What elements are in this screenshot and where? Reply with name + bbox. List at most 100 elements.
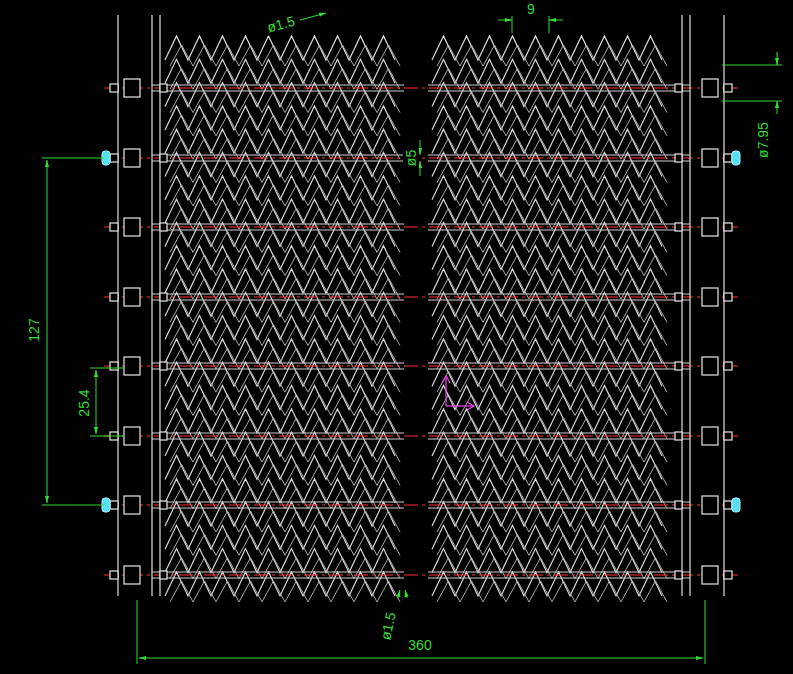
rod-edge <box>152 508 404 509</box>
wire-spiral <box>170 208 400 229</box>
wire-spiral <box>437 138 667 159</box>
center-line <box>104 297 738 298</box>
wire-spiral <box>170 395 400 416</box>
dimension-text: 127 <box>26 316 42 343</box>
rod-edge <box>152 369 404 370</box>
wire-spiral <box>437 534 667 555</box>
center-line <box>104 227 738 228</box>
chain-roller <box>160 432 167 440</box>
dimension-text: ø5 <box>403 148 419 168</box>
center-line <box>104 436 738 437</box>
rod-edge <box>152 300 404 301</box>
wire-spiral <box>437 488 667 509</box>
chain-roller <box>724 362 732 370</box>
rod-edge <box>428 439 690 440</box>
rod-cap <box>732 498 740 512</box>
chain-roller <box>724 223 732 231</box>
chain-roller <box>675 362 682 370</box>
chain-roller <box>110 571 118 579</box>
chain-roller <box>110 223 118 231</box>
wire-spiral <box>170 255 400 276</box>
rod-edge <box>152 439 404 440</box>
wire-spiral <box>437 371 667 392</box>
chain-roller <box>160 501 167 509</box>
chain-roller <box>702 218 718 236</box>
chain-roller <box>702 566 718 584</box>
rod-edge <box>428 578 690 579</box>
rod-edge <box>428 91 690 92</box>
wire-spiral <box>437 115 667 136</box>
chain-roller <box>160 571 167 579</box>
rod-edge <box>152 433 404 434</box>
chain-roller <box>675 432 682 440</box>
chain-plate <box>689 15 690 596</box>
center-line <box>104 505 738 506</box>
chain-roller <box>110 293 118 301</box>
chain-roller <box>675 293 682 301</box>
rod-edge <box>152 224 404 225</box>
chain-roller <box>702 357 718 375</box>
chain-plate <box>151 15 152 596</box>
rod-edge <box>428 572 690 573</box>
chain-roller <box>724 84 732 92</box>
chain-roller <box>724 501 732 509</box>
side-chains <box>102 15 740 596</box>
center-line <box>104 158 738 159</box>
chain-roller <box>110 501 118 509</box>
rod-edge <box>428 300 690 301</box>
wire-spiral <box>170 371 400 392</box>
chain-roller <box>675 223 682 231</box>
dimension-text: 9 <box>525 1 537 17</box>
chain-roller <box>724 432 732 440</box>
wire-spiral <box>170 92 400 113</box>
wire-spiral <box>437 301 667 322</box>
rod-edge <box>152 161 404 162</box>
wire-spiral <box>170 115 400 136</box>
rod-edge <box>428 161 690 162</box>
wire-spiral <box>170 464 400 485</box>
rod-edge <box>428 369 690 370</box>
rod-edge <box>428 363 690 364</box>
wire-spiral <box>170 581 400 602</box>
chain-roller <box>675 154 682 162</box>
wire-spiral <box>437 581 667 602</box>
dimension-text: ø1.5 <box>377 609 399 644</box>
rod-edge <box>428 508 690 509</box>
wire-spiral <box>437 278 667 299</box>
chain-roller <box>675 571 682 579</box>
chain-roller <box>724 571 732 579</box>
dimension-text: 25.4 <box>76 387 92 418</box>
chain-roller <box>110 84 118 92</box>
chain-roller <box>724 293 732 301</box>
wire-mesh <box>165 36 667 602</box>
wire-spiral <box>170 162 400 183</box>
wire-spiral <box>170 138 400 159</box>
dimension-lines <box>42 13 782 664</box>
chain-roller <box>124 79 140 97</box>
chain-roller <box>702 79 718 97</box>
chain-roller <box>702 288 718 306</box>
wire-spiral <box>170 45 400 66</box>
wire-spiral <box>437 325 667 346</box>
wire-spiral <box>437 45 667 66</box>
chain-roller <box>124 566 140 584</box>
rod-edge <box>152 91 404 92</box>
wire-spiral <box>437 185 667 206</box>
wire-spiral <box>437 255 667 276</box>
wire-spiral <box>170 534 400 555</box>
rod-edge <box>428 85 690 86</box>
wire-spiral <box>437 231 667 252</box>
rod-edge <box>428 230 690 231</box>
wire-spiral <box>170 441 400 462</box>
rod-edge <box>428 433 690 434</box>
chain-roller <box>702 427 718 445</box>
wire-spiral <box>170 231 400 252</box>
rod-edge <box>428 224 690 225</box>
dimension-text: ø1.5 <box>263 12 298 36</box>
center-line <box>104 88 738 89</box>
rod-edge <box>152 363 404 364</box>
wire-spiral <box>437 68 667 89</box>
chain-roller <box>124 496 140 514</box>
wire-spiral <box>170 301 400 322</box>
